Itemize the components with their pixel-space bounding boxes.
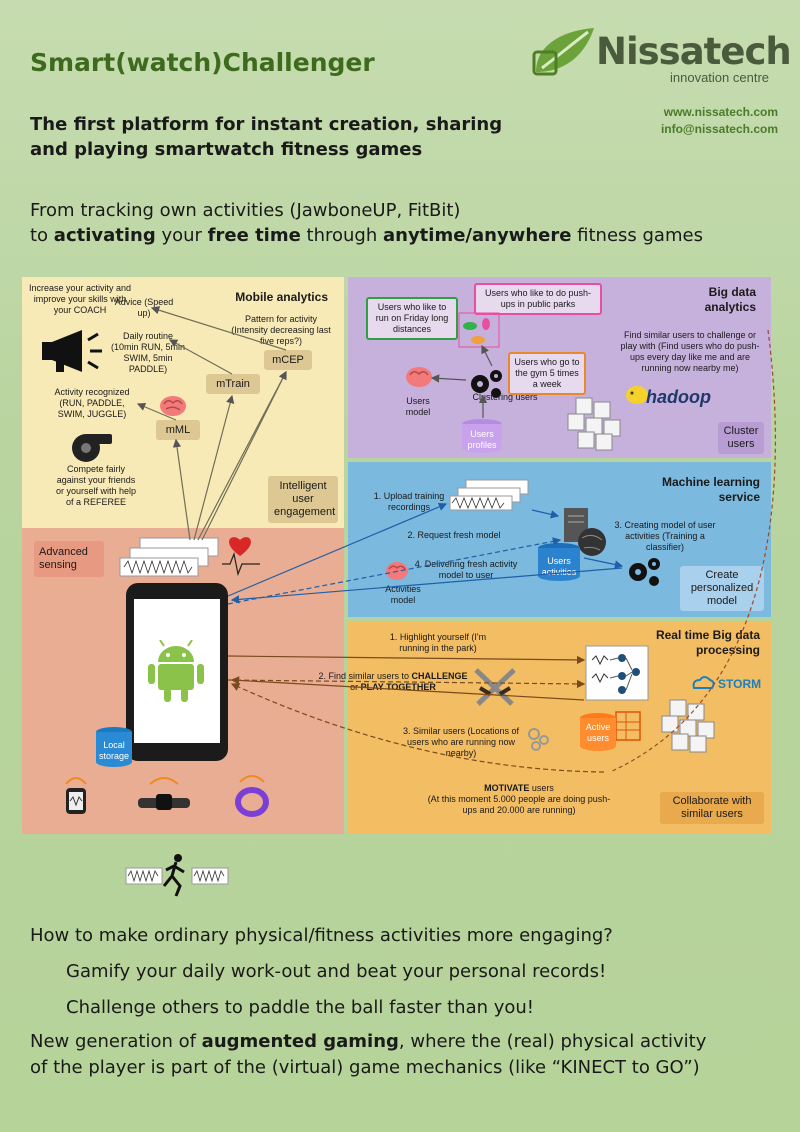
advanced-sensing-label: Advanced sensing [34,541,104,577]
logo-subtitle: innovation centre [670,70,770,85]
upload-step: 1. Upload training recordings [373,491,445,512]
local-storage-icon [96,727,132,767]
storm-label: STORM [718,677,762,691]
hadoop-label: hadoop [646,387,711,407]
request-step: 2. Request fresh model [407,530,501,540]
poster-subtitle: The first platform for instant creation,… [30,114,503,160]
server-cluster-icon [567,397,621,451]
creating-model-step: 3. Creating model of user activities (Tr… [614,520,716,552]
users-model-brain-icon [406,367,432,387]
advice-text: Advice (Speed up) [114,297,174,318]
realtime-title: Real time Big data processing [655,628,760,657]
ml-gears-icon [629,558,660,586]
mobile-analytics-title: Mobile analytics [235,290,328,304]
mcep-box: mCEP [264,350,312,370]
highlight-step: 1. Highlight yourself (I'm running in th… [389,632,487,653]
users-activities-db-icon [538,543,580,581]
delivering-step: 4. Delivering fresh activity model to us… [414,559,518,580]
whistle-icon [72,434,112,462]
gamify-text: Gamify your daily work-out and beat your… [66,961,607,982]
stream-network-icon [585,645,649,701]
email-link[interactable]: info@nissatech.com [660,122,778,136]
signal-recordings-icon [119,537,260,577]
similar-users-step: 3. Similar users (Locations of users who… [402,726,520,758]
activity-tracker-icon [235,775,269,817]
augmented-text-1: New generation of augmented gaming, wher… [30,1031,707,1052]
motivate-step: MOTIVATE users(At this moment 5.000 peop… [427,783,611,815]
engagement-box: Intelligent user engagement [268,476,338,523]
smartwatch-icon [65,777,87,814]
logo-name: Nissatech [596,30,792,73]
crossed-swords-icon [474,668,516,706]
activities-model-label: Activities model [385,584,421,605]
megaphone-icon [42,330,102,372]
website-link[interactable]: www.nissatech.com [663,105,778,119]
routine-text: Daily routine (10min RUN, 5min SWIM, 5mi… [110,331,186,374]
find-similar-text: Find similar users to challenge or play … [620,330,760,373]
ml-server-icon [564,508,606,556]
fitness-band-icon [138,777,190,810]
active-users-label: Active users [585,722,611,743]
clustering-users-label: Clustering users [472,392,538,402]
lead-text: From tracking own activities (JawboneUP,… [30,200,703,246]
cluster-dots-icon [458,312,500,348]
cluster-users-box: Cluster users [718,422,764,454]
referee-text: Compete fairly against your friends or y… [55,464,137,507]
users-profiles-label: Users profiles [467,429,497,450]
users-profiles-db-icon [462,419,502,453]
pattern-text: Pattern for activity (Intensity decreasi… [231,314,331,346]
gym-box: Users who go to the gym 5 times a week [508,352,586,395]
contact-info: www.nissatech.com info@nissatech.com [661,104,778,138]
poster-title: Smart(watch)Challenger [30,48,375,77]
active-users-db-icon [580,711,641,751]
question-text: How to make ordinary physical/fitness ac… [30,925,613,946]
users-model-label: Users model [405,396,431,417]
big-data-title: Big data analytics [704,285,756,314]
gears-icon [471,370,502,398]
location-pins-icon [528,728,549,751]
android-icon [148,640,204,702]
local-storage-label: Local storage [98,740,130,761]
brain-icon [160,396,186,416]
personalized-model-box: Create personalized model [680,566,764,611]
recognized-text: Activity recognized (RUN, PADDLE, SWIM, … [54,387,130,419]
realtime-server-cluster-icon [661,699,715,753]
coach-text: Increase your activity and improve your … [28,283,132,315]
collaborate-box: Collaborate with similar users [660,792,764,824]
mtrain-box: mTrain [206,374,260,394]
runner-icon [125,854,229,897]
hadoop-elephant-icon [626,386,648,404]
ml-title: Machine learning service [661,475,760,504]
challenge-text: Challenge others to paddle the ball fast… [66,997,535,1018]
pushups-box: Users who like to do push-ups in public … [474,283,602,315]
friday-runners-box: Users who like to run on Friday long dis… [366,297,458,340]
augmented-text-2: of the player is part of the (virtual) g… [30,1057,700,1078]
mml-box: mML [156,420,200,440]
leaf-logo-icon [532,28,594,76]
users-activities-label: Users activities [541,556,577,577]
training-recordings-icon [449,479,529,511]
